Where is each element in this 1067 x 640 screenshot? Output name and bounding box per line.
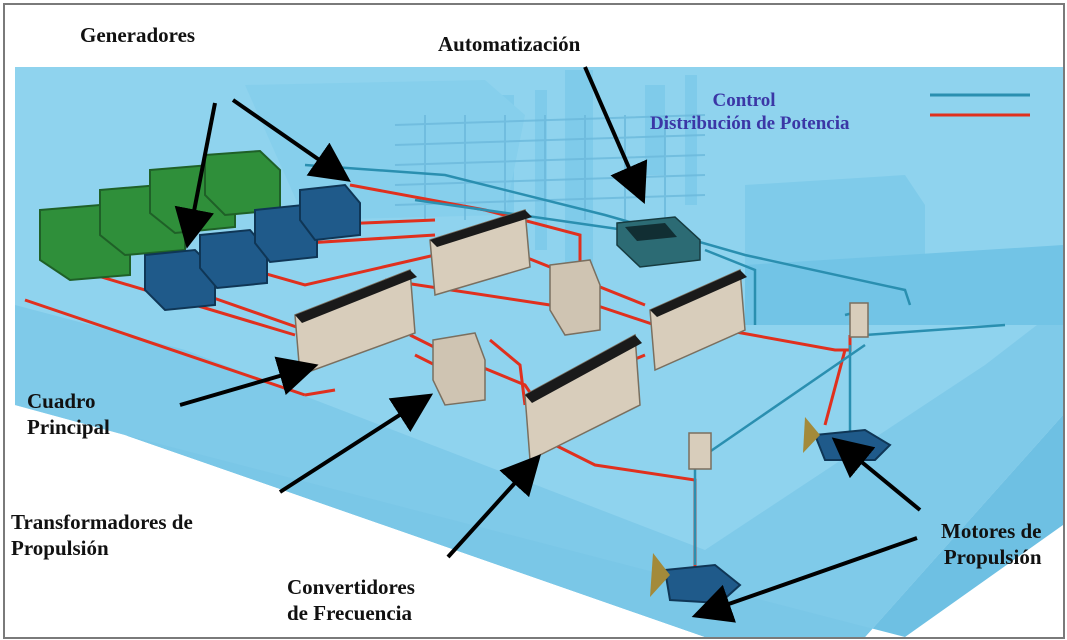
label-automatizacion-text: Automatización	[438, 32, 581, 56]
generator-engine	[39, 149, 281, 282]
legend-lines	[930, 93, 1030, 117]
propellers	[650, 417, 820, 597]
label-motores-line1: Motores de	[941, 519, 1042, 543]
thruster-control-boxes	[688, 302, 869, 470]
deck-grid-pattern	[394, 114, 706, 220]
label-cuadro-line1: Cuadro	[27, 389, 96, 413]
arrow-motores-2	[691, 536, 918, 623]
label-arrows	[174, 66, 922, 623]
ship-electrical-diagram	[15, 66, 1063, 637]
generator-sets	[39, 149, 361, 312]
arrow-cuadro	[179, 356, 319, 407]
label-transformadores-line2: Propulsión	[11, 535, 109, 560]
label-generadores: Generadores	[80, 23, 195, 49]
label-motores: Motores de Propulsión	[941, 519, 1042, 570]
label-transformadores-line1: Transformadores de	[11, 510, 193, 534]
label-convertidores-line2: de Frecuencia	[287, 600, 412, 625]
label-automatizacion: Automatización	[438, 32, 580, 58]
label-transformadores: Transformadores de Propulsión	[11, 510, 193, 561]
switchboard-tops	[295, 210, 747, 403]
superstructure	[245, 70, 1063, 325]
label-convertidores-line1: Convertidores	[287, 575, 415, 599]
automation-console	[616, 216, 701, 268]
label-motores-line2: Propulsión	[943, 544, 1042, 569]
label-cuadro-principal: Cuadro Principal	[27, 389, 110, 440]
legend-power-label: Distribución de Potencia	[650, 113, 850, 135]
arrow-transformadores	[278, 393, 434, 494]
arrow-generadores-1	[174, 102, 217, 249]
label-cuadro-line2: Principal	[27, 414, 110, 439]
label-generadores-text: Generadores	[80, 23, 196, 47]
arrow-generadores-2	[231, 98, 351, 182]
control-lines	[304, 163, 1006, 565]
diagram-frame: Generadores Automatización Control Distr…	[3, 3, 1065, 639]
transformers	[432, 259, 601, 406]
arrow-convertidores	[446, 454, 542, 559]
arrow-automatizacion	[583, 66, 648, 204]
label-convertidores: Convertidores de Frecuencia	[287, 575, 415, 626]
generator-motor	[144, 183, 361, 312]
legend: Control Distribución de Potencia	[650, 89, 850, 135]
switchboards	[294, 209, 746, 462]
arrow-motores-1	[831, 437, 922, 512]
legend-control-label: Control	[712, 90, 776, 111]
